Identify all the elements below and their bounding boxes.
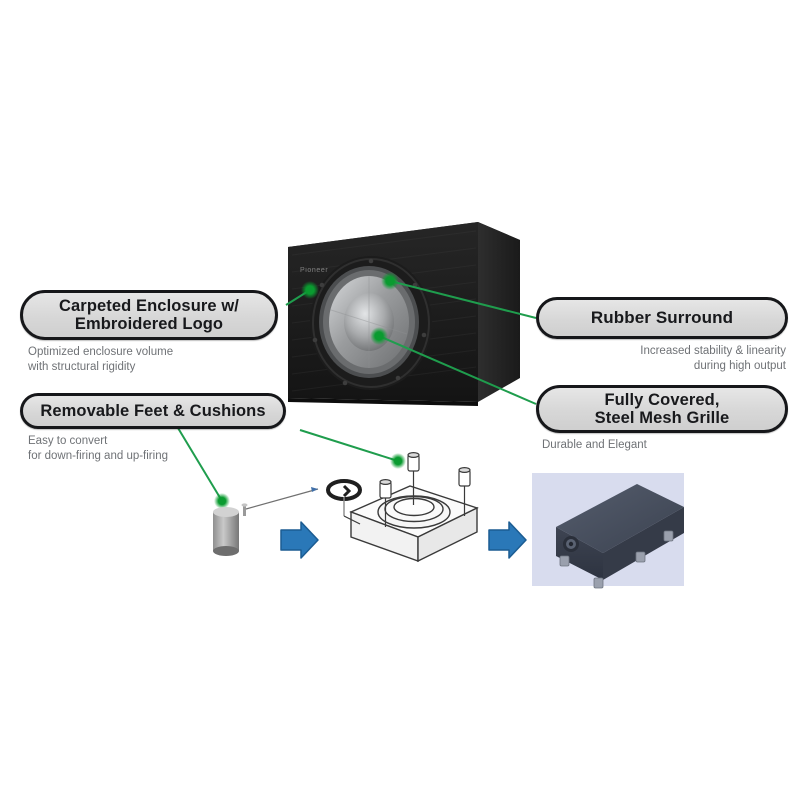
- leader-line-feet: [177, 427, 223, 502]
- callout-removable-feet-subtitle: Easy to convert for down-firing and up-f…: [28, 435, 168, 462]
- removable-foot: [213, 487, 319, 556]
- callout-removable-feet-title: Removable Feet & Cushions: [20, 393, 286, 429]
- subwoofer-enclosure: Pioneer: [288, 222, 520, 406]
- pioneer-logo-icon: Pioneer: [300, 267, 328, 274]
- final-render: [532, 473, 684, 589]
- enclosure-lineart: [343, 452, 479, 563]
- callout-steel-mesh-grille-title: Fully Covered, Steel Mesh Grille: [536, 385, 788, 433]
- callout-carpeted-enclosure[interactable]: Carpeted Enclosure w/ Embroidered Logo O…: [20, 290, 286, 374]
- callout-removable-feet[interactable]: Removable Feet & Cushions Easy to conver…: [20, 393, 292, 463]
- arrow-right-1: [280, 521, 319, 559]
- foot-cushion: [326, 479, 362, 516]
- callout-steel-mesh-grille-subtitle: Durable and Elegant: [542, 439, 647, 451]
- callout-rubber-surround-subtitle: Increased stability & linearity during h…: [640, 345, 786, 372]
- speaker-cone: [310, 256, 432, 390]
- leader-lines: [177, 280, 537, 502]
- leader-dots: [214, 272, 406, 509]
- leader-line-grille: [378, 335, 537, 405]
- callout-carpeted-enclosure-subtitle: Optimized enclosure volume with structur…: [28, 346, 174, 373]
- callout-rubber-surround-title: Rubber Surround: [536, 297, 788, 339]
- callout-rubber-surround[interactable]: Rubber Surround Increased stability & li…: [536, 297, 790, 373]
- svg-text:Pioneer: Pioneer: [300, 267, 328, 274]
- callout-carpeted-enclosure-title: Carpeted Enclosure w/ Embroidered Logo: [20, 290, 278, 340]
- callout-steel-mesh-grille[interactable]: Fully Covered, Steel Mesh Grille Durable…: [536, 385, 790, 453]
- leader-line-feet-2: [299, 429, 399, 462]
- leader-line-rubber: [389, 280, 537, 319]
- arrow-right-2: [488, 521, 527, 559]
